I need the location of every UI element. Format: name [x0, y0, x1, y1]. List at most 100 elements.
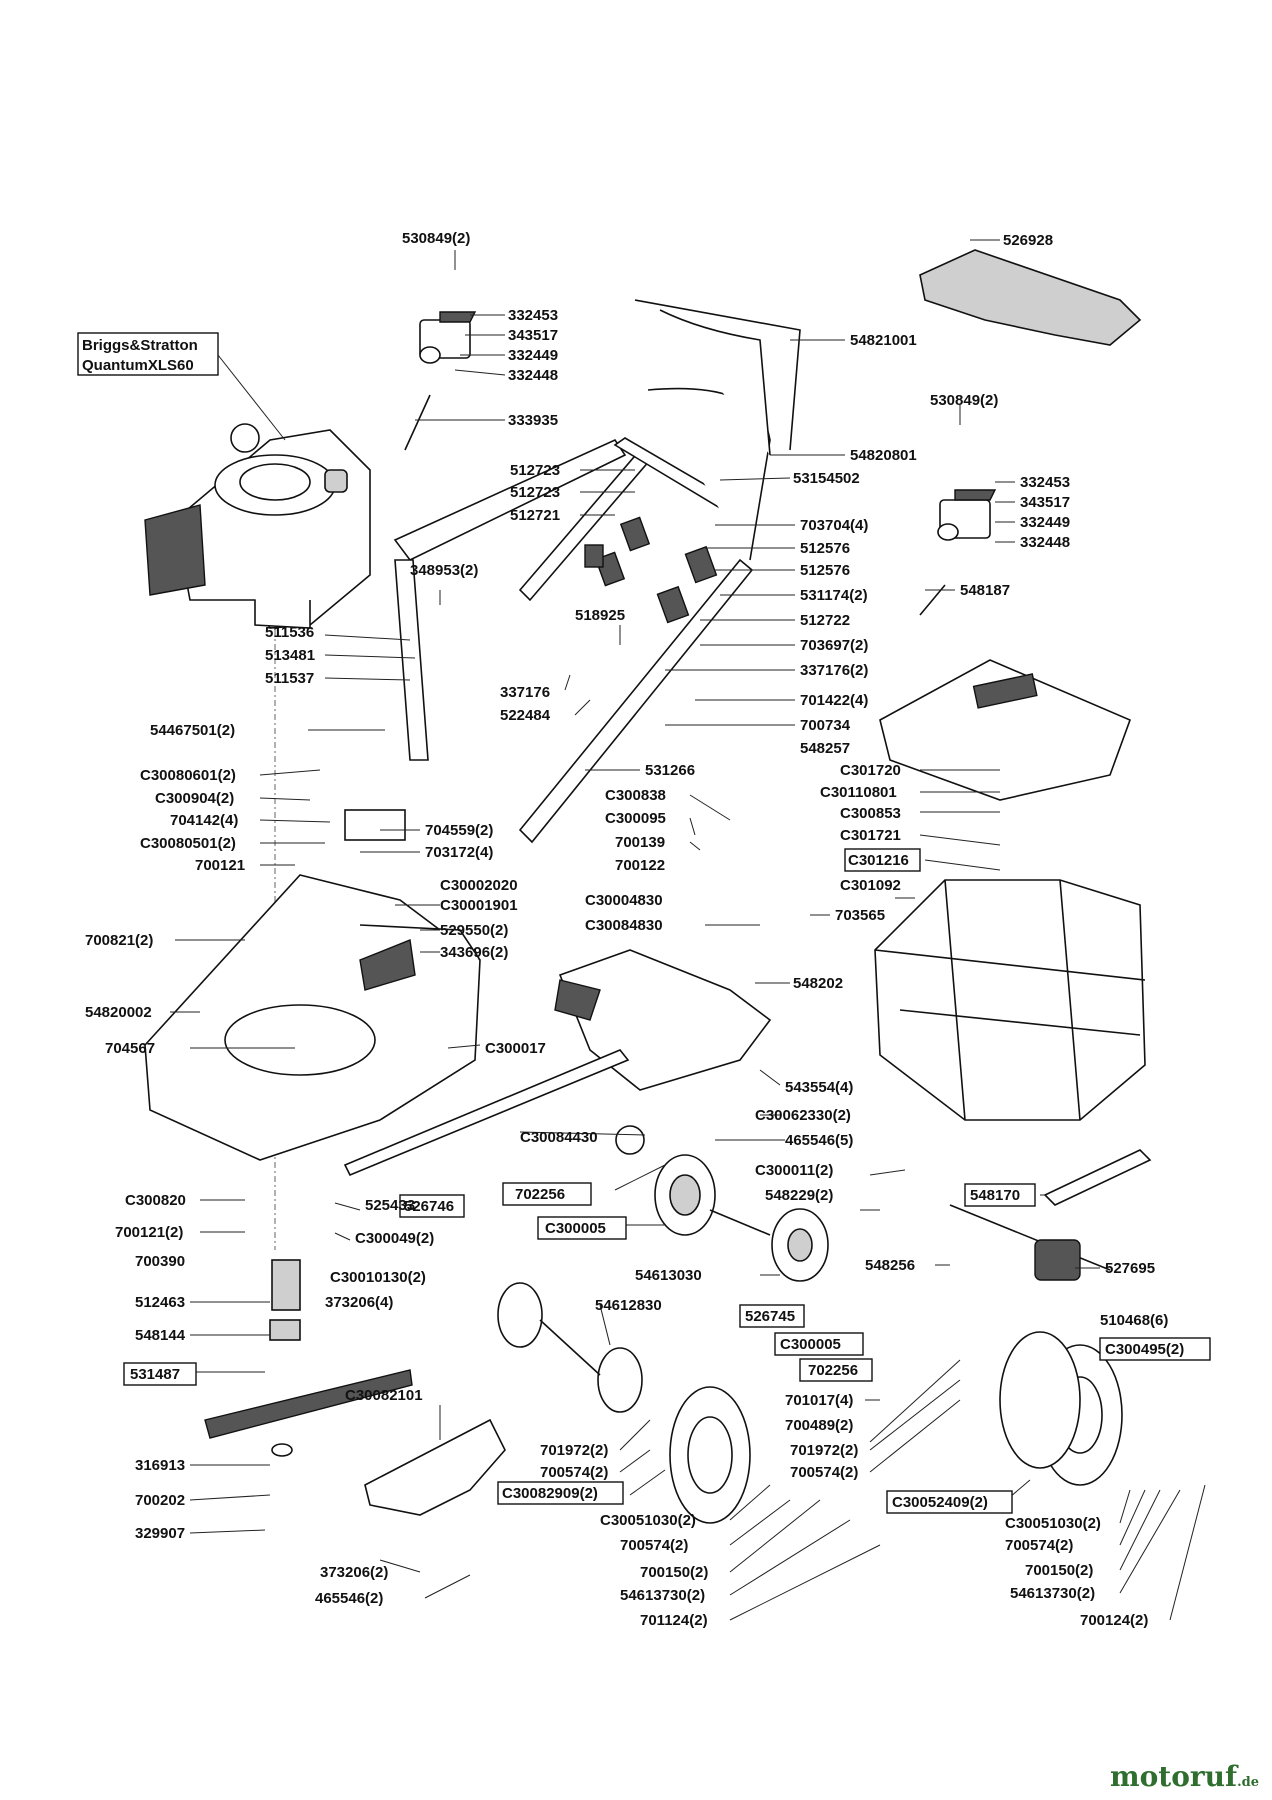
wheel-right — [999, 1331, 1123, 1486]
flap-drawing — [344, 809, 406, 841]
part-labels: 530849(2) 332453 343517 332449 332448 33… — [85, 230, 1184, 1629]
part-label: 548202 — [793, 975, 843, 992]
part-label: 337176 — [500, 684, 550, 701]
gear-pulley — [615, 1125, 829, 1282]
part-label: 527695 — [1105, 1260, 1155, 1277]
part-label: 703704(4) — [800, 517, 868, 534]
part-label: C301720 — [840, 762, 901, 779]
part-label: 518925 — [575, 607, 625, 624]
part-label: C300095 — [605, 810, 666, 827]
part-label: C30001901 — [440, 897, 518, 914]
part-label: 548187 — [960, 582, 1010, 599]
brand-name: motoruf — [1110, 1760, 1238, 1793]
part-label: 54612830 — [595, 1297, 662, 1314]
part-label: 512723 — [510, 462, 560, 479]
part-label: 510468(6) — [1100, 1312, 1168, 1329]
part-label: C30082101 — [345, 1387, 423, 1404]
part-label: 700574(2) — [540, 1464, 608, 1481]
part-label: 700124(2) — [1080, 1612, 1148, 1629]
part-label: C30004830 — [585, 892, 663, 909]
bracket-right — [919, 489, 997, 616]
part-label: 512723 — [510, 484, 560, 501]
part-label: 548256 — [865, 1257, 915, 1274]
brand-watermark: motoruf.de — [1110, 1760, 1259, 1793]
part-label: 337176(2) — [800, 662, 868, 679]
part-label: 512721 — [510, 507, 560, 524]
part-label: C300005 — [780, 1336, 841, 1353]
part-label: C300853 — [840, 805, 901, 822]
part-label: C30062330(2) — [755, 1107, 851, 1124]
part-label: C30010130(2) — [330, 1269, 426, 1286]
blade-drawing — [204, 1259, 413, 1457]
part-label: 700121(2) — [115, 1224, 183, 1241]
handle-clamps — [584, 516, 718, 624]
part-label: 54467501(2) — [150, 722, 235, 739]
part-label: C30051030(2) — [600, 1512, 696, 1529]
part-label: 343517 — [1020, 494, 1070, 511]
part-label: C300011(2) — [755, 1162, 833, 1179]
part-label: 701422(4) — [800, 692, 868, 709]
part-label: C30002020 — [440, 877, 518, 894]
part-label: 701972(2) — [540, 1442, 608, 1459]
part-label: 511536 — [265, 624, 314, 641]
part-label: 543554(4) — [785, 1079, 853, 1096]
part-label: 700821(2) — [85, 932, 153, 949]
part-label: 548229(2) — [765, 1187, 833, 1204]
part-label: 703697(2) — [800, 637, 868, 654]
engine-label-line2: QuantumXLS60 — [82, 357, 194, 374]
part-label: 700139 — [615, 834, 665, 851]
part-label: C30110801 — [820, 784, 897, 801]
wheel-left — [669, 1386, 751, 1524]
part-label: 704567 — [105, 1040, 155, 1057]
part-label: 526928 — [1003, 232, 1053, 249]
gearbox-drawing — [949, 1204, 1111, 1281]
part-label: 348953(2) — [410, 562, 478, 579]
part-label: C300838 — [605, 787, 666, 804]
part-label: 332449 — [1020, 514, 1070, 531]
part-label: C30084430 — [520, 1129, 598, 1146]
part-label: 701972(2) — [790, 1442, 858, 1459]
part-label: 54613030 — [635, 1267, 702, 1284]
brand-suffix: .de — [1237, 1775, 1259, 1790]
front-axle — [497, 1282, 643, 1413]
part-label: 529550(2) — [440, 922, 508, 939]
part-label: 522484 — [500, 707, 551, 724]
part-label: 525433 — [365, 1197, 415, 1214]
part-label: 526745 — [745, 1308, 795, 1325]
part-label: 700574(2) — [1005, 1537, 1073, 1554]
part-label: 702256 — [515, 1186, 565, 1203]
part-label: 373206(2) — [320, 1564, 388, 1581]
part-label: 512722 — [800, 612, 850, 629]
part-label: 548257 — [800, 740, 850, 757]
part-label: 700734 — [800, 717, 851, 734]
leader-lines — [170, 239, 1206, 1621]
part-label: 530849(2) — [930, 392, 998, 409]
part-label: 700150(2) — [1025, 1562, 1093, 1579]
part-label: 512576 — [800, 540, 850, 557]
catcher-lid-drawing — [879, 659, 1132, 801]
part-label: 54820801 — [850, 447, 917, 464]
belt-drawing — [1043, 1149, 1152, 1206]
part-label: C30082909(2) — [502, 1485, 598, 1502]
part-label: 703565 — [835, 907, 885, 924]
part-label: C301721 — [840, 827, 901, 844]
part-label: 702256 — [808, 1362, 858, 1379]
part-label: C300017 — [485, 1040, 546, 1057]
part-label: 700150(2) — [640, 1564, 708, 1581]
part-label: 512576 — [800, 562, 850, 579]
part-label: C30080501(2) — [140, 835, 236, 852]
part-label: 343696(2) — [440, 944, 508, 961]
part-label: 701124(2) — [640, 1612, 708, 1629]
part-label: 465546(2) — [315, 1590, 383, 1607]
part-label: 332448 — [1020, 534, 1070, 551]
part-label: 54820002 — [85, 1004, 152, 1021]
part-label: 373206(4) — [325, 1294, 393, 1311]
part-label: 700574(2) — [790, 1464, 858, 1481]
part-label: 53154502 — [793, 470, 860, 487]
mulch-plate-drawing — [364, 1418, 506, 1516]
part-label: 332453 — [1020, 474, 1070, 491]
part-label: 332449 — [508, 347, 558, 364]
part-label: 701017(4) — [785, 1392, 853, 1409]
part-label: 512463 — [135, 1294, 185, 1311]
